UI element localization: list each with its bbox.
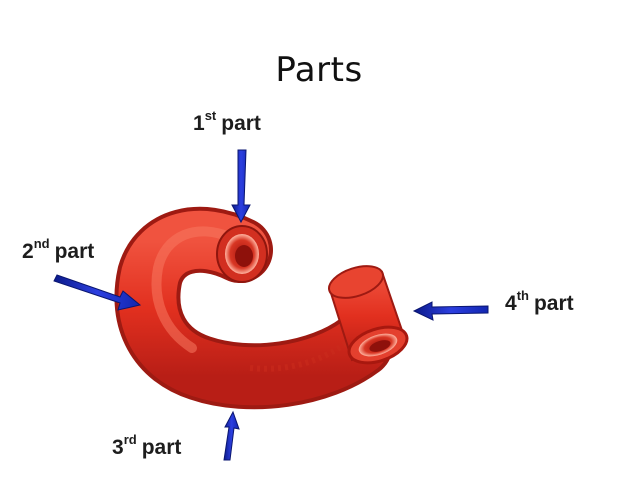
arrow-third-part: [223, 410, 240, 461]
arrow-first-part: [231, 149, 251, 224]
fourth-part-segment: [328, 265, 409, 365]
duodenum-tube: [114, 206, 393, 410]
slide-title: Parts: [275, 50, 363, 90]
first-part-opening: [216, 225, 268, 283]
arrow-second-part: [53, 274, 142, 311]
arrow-fourth-part: [412, 301, 489, 321]
